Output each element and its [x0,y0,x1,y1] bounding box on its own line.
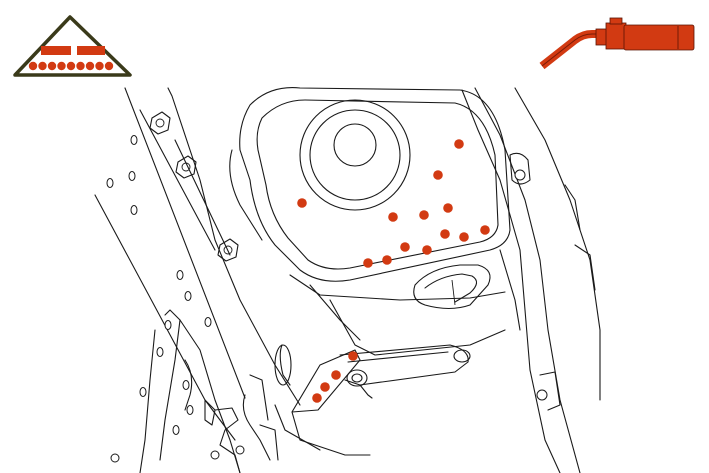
spot-weld-point [400,242,410,252]
icon-weld-dot [57,61,66,71]
spot-weld-points [297,139,490,403]
spot-weld-point [331,370,341,380]
mounting-hole [186,405,194,415]
spot-weld-point [363,258,373,268]
spot-weld-point [480,225,490,235]
icon-weld-dot [28,61,38,71]
mounting-hole [128,171,136,181]
welding-torch-icon [539,17,695,70]
icon-weld-dot [76,61,85,71]
spot-weld-point [297,198,307,208]
mounting-hole [182,380,190,390]
spot-weld-point [419,210,429,220]
spot-weld-point [454,139,464,149]
mounting-hole [164,320,172,330]
icon-weld-dot [47,61,57,71]
mounting-hole [130,205,138,215]
icon-weld-dot [85,61,95,71]
mounting-hole [204,317,212,327]
mounting-hole [130,135,138,145]
icon-weld-dot [104,61,114,71]
mounting-hole [106,178,114,188]
mounting-hole [184,291,192,301]
spot-weld-point [388,212,398,222]
spot-weld-point [433,170,443,180]
mounting-hole [156,347,164,357]
mounting-hole [176,270,184,280]
spot-weld-point [312,393,322,403]
spot-weld-point [382,255,392,265]
icon-weld-dot [95,61,104,71]
spot-weld-point [320,382,330,392]
spot-weld-point [422,245,432,255]
mounting-hole [172,425,180,435]
spot-weld-point [459,232,469,242]
spot-weld-point [440,229,450,239]
icon-weld-dot [66,61,76,71]
mounting-hole [139,387,147,397]
spot-weld-warning-icon [13,15,132,77]
icon-weld-dot [38,61,47,71]
spot-weld-point [443,203,453,213]
spot-weld-point [348,351,358,361]
body-structure-linework [94,87,601,473]
